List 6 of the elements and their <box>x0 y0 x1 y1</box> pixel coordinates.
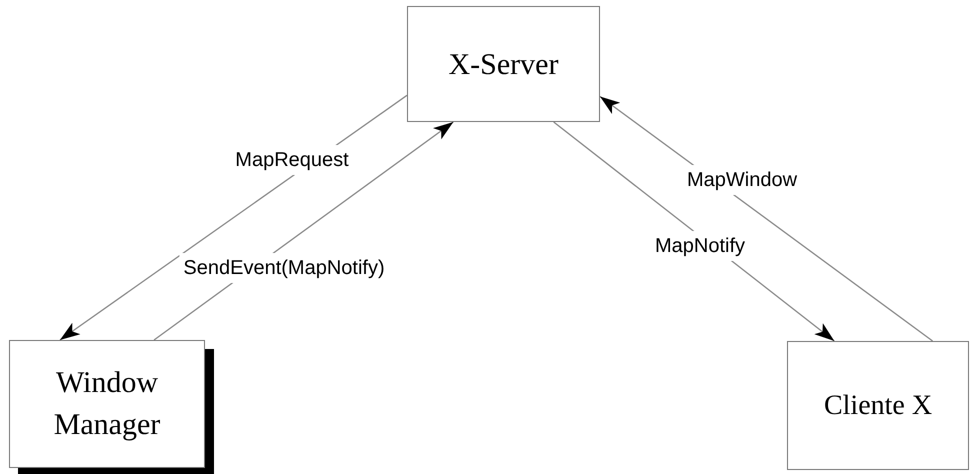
arrow <box>600 96 933 342</box>
box-label: X-Server <box>448 46 560 82</box>
box-label: Cliente X <box>822 388 934 422</box>
process-box <box>787 341 969 470</box>
process-box <box>407 6 600 122</box>
box-label: Window Manager <box>52 365 162 443</box>
